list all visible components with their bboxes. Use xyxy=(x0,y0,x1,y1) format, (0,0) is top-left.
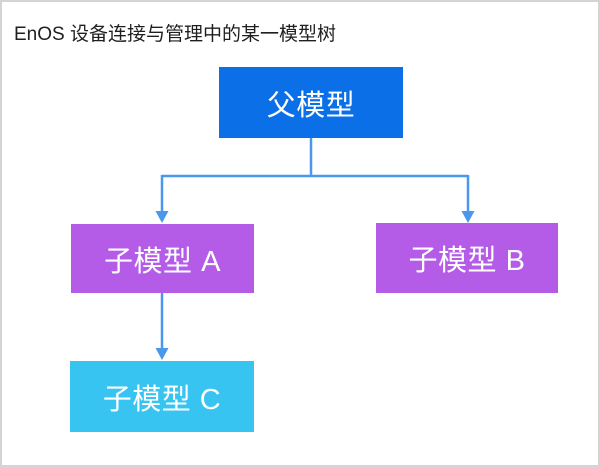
node-parent-model-label: 父模型 xyxy=(266,89,356,122)
node-child-model-a-label: 子模型 A xyxy=(104,245,221,278)
node-child-model-b-label: 子模型 B xyxy=(408,245,526,277)
node-parent-model: 父模型 xyxy=(219,67,403,138)
node-child-model-a: 子模型 A xyxy=(71,224,254,293)
arrowhead-child-b xyxy=(461,211,475,223)
node-child-model-c: 子模型 C xyxy=(70,361,254,432)
arrowhead-child-c xyxy=(155,348,169,360)
node-child-model-c-label: 子模型 C xyxy=(102,383,222,416)
diagram-title: EnOS 设备连接与管理中的某一模型树 xyxy=(14,24,336,45)
arrowhead-child-a xyxy=(155,211,169,223)
node-child-model-b: 子模型 B xyxy=(376,223,558,293)
